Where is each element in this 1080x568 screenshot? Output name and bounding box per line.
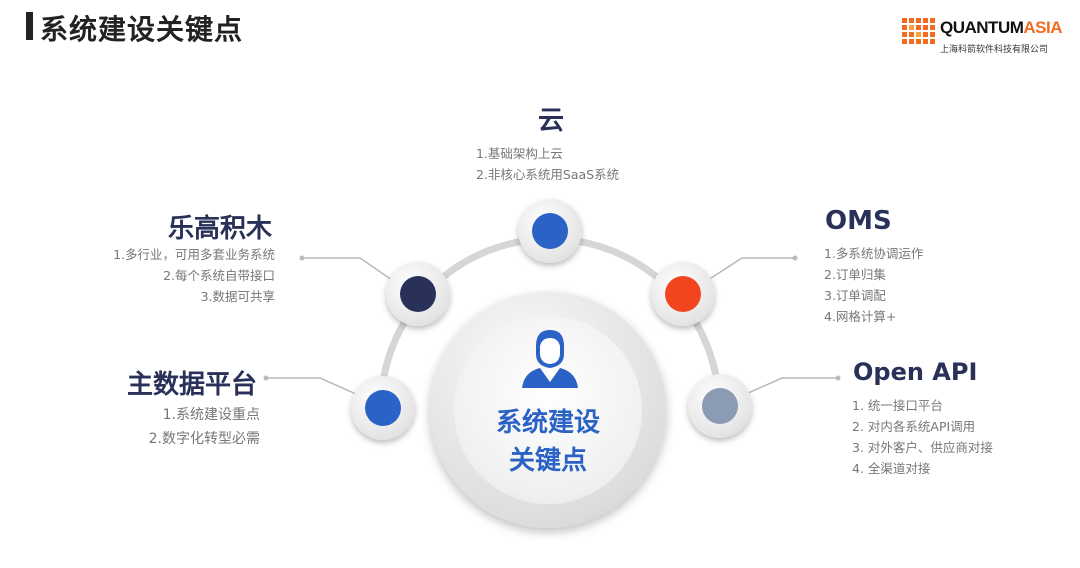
api-title: Open API (853, 358, 978, 386)
logo-subtitle: 上海科箭软件科技有限公司 (940, 45, 1049, 55)
lego-title: 乐高积木 (167, 214, 272, 244)
center-label: 系统建设关键点 (495, 408, 600, 476)
logo-text: QUANTUMASIA (940, 18, 1063, 37)
api-node (688, 374, 752, 438)
person-icon (522, 330, 578, 388)
oms-title: OMS (825, 206, 892, 236)
company-logo: QUANTUMASIA 上海科箭软件科技有限公司 (902, 18, 1063, 58)
mdp-title: 主数据平台 (126, 370, 257, 400)
page-title: 系统建设关键点 (40, 13, 244, 46)
mdp-node (351, 376, 415, 440)
lego-node (386, 262, 450, 326)
logo-grid-icon (902, 18, 935, 44)
title-marker (26, 12, 33, 40)
oms-node (651, 262, 715, 326)
cloud-node (518, 199, 582, 263)
cloud-title: 云 (538, 106, 565, 136)
